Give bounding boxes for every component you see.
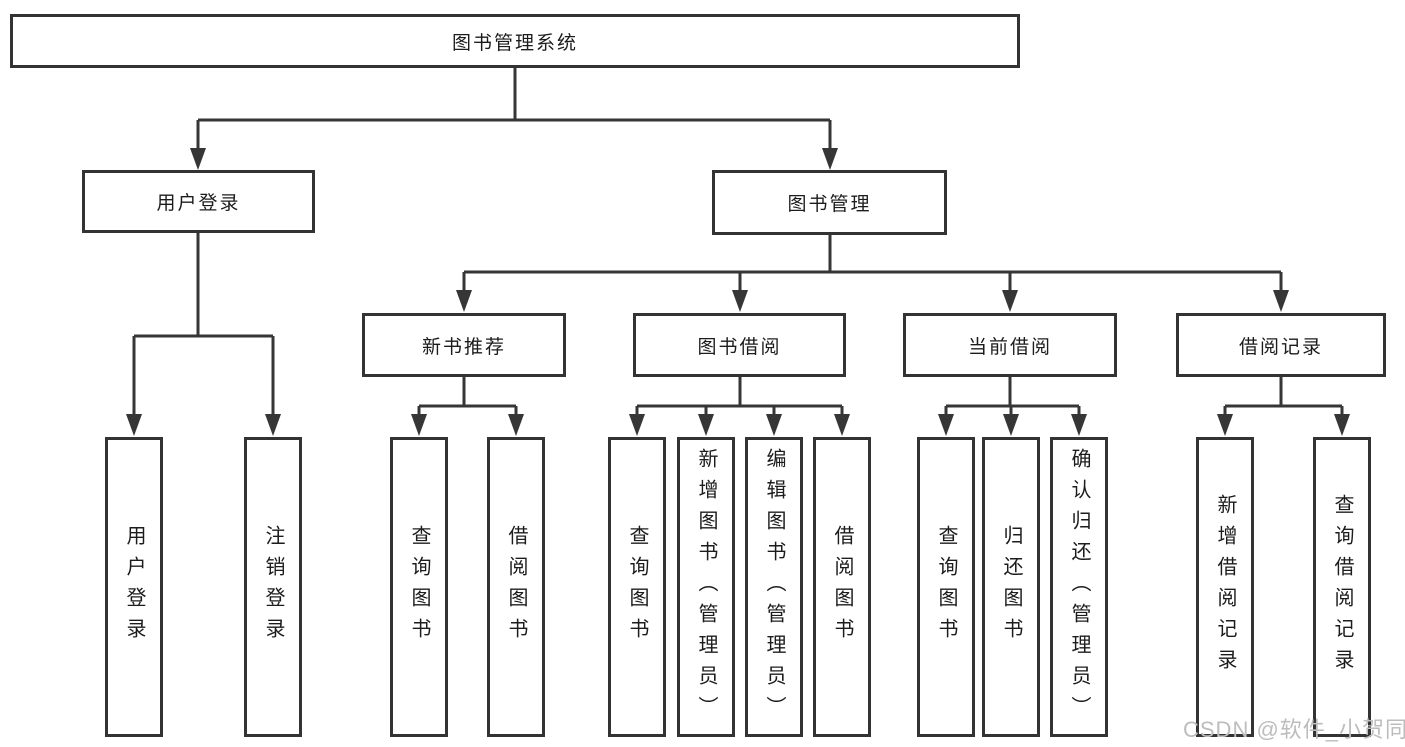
leaf-add-book-admin: 新增图书（管理员）	[677, 437, 735, 737]
leaf-query-books-current: 查询图书	[917, 437, 975, 737]
leaf-edit-book-admin: 编辑图书（管理员）	[745, 437, 803, 737]
connector-paths	[132, 68, 1344, 416]
leaf-query-books-borrow: 查询图书	[608, 437, 666, 737]
node-book-management: 图书管理	[712, 170, 947, 235]
leaf-confirm-return-admin: 确认归还（管理员）	[1050, 437, 1108, 737]
leaf-logout: 注销登录	[244, 437, 302, 737]
node-new-book-recommend: 新书推荐	[362, 313, 566, 377]
leaf-add-borrow-record: 新增借阅记录	[1196, 437, 1254, 737]
leaf-query-borrow-record: 查询借阅记录	[1313, 437, 1371, 737]
node-root-system: 图书管理系统	[10, 14, 1020, 68]
leaf-query-books-recommend: 查询图书	[390, 437, 448, 737]
arrowheads	[126, 148, 1350, 436]
leaf-user-login: 用户登录	[105, 437, 163, 737]
leaf-return-books: 归还图书	[982, 437, 1040, 737]
node-user-login: 用户登录	[82, 170, 315, 233]
leaf-borrow-books: 借阅图书	[813, 437, 871, 737]
node-book-borrow: 图书借阅	[633, 313, 846, 377]
node-current-borrow: 当前借阅	[903, 313, 1117, 377]
csdn-watermark: CSDN @软件_小贺同学	[1183, 717, 1405, 742]
node-borrow-records: 借阅记录	[1176, 313, 1386, 377]
leaf-borrow-books-recommend: 借阅图书	[487, 437, 545, 737]
